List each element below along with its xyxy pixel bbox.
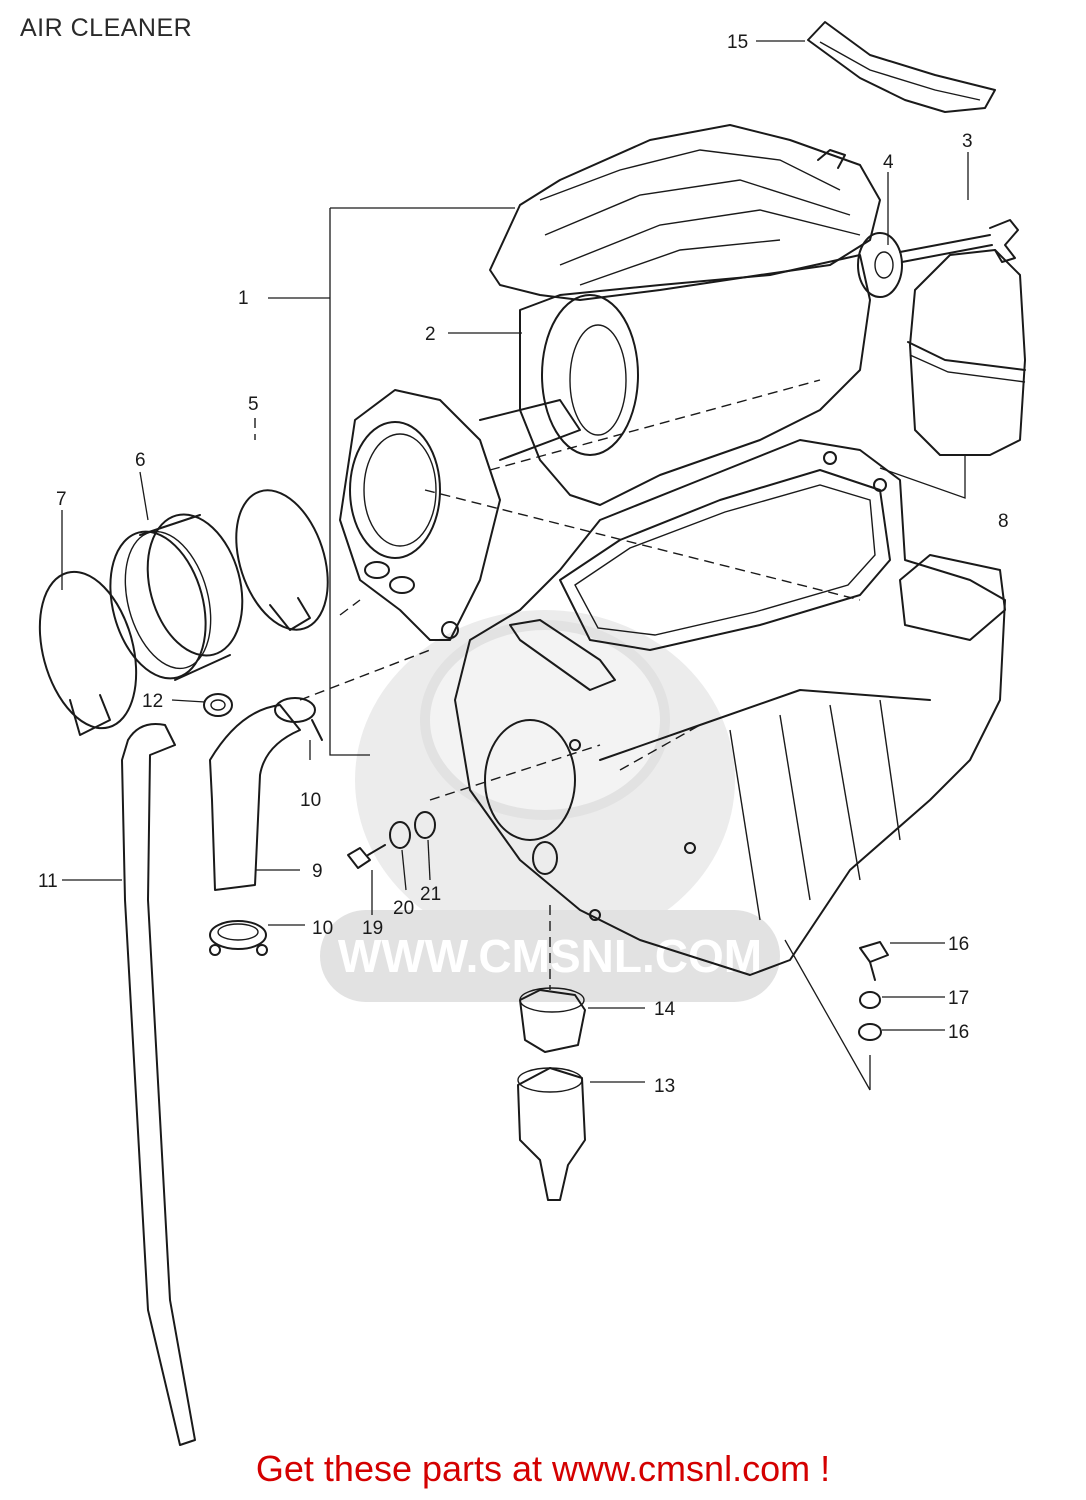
part-4-grommet (857, 232, 903, 298)
part-19-bolt (347, 844, 386, 869)
part-17-washer (859, 991, 881, 1009)
part-3-bolt (899, 219, 1019, 263)
callout-21: 21 (420, 884, 441, 905)
callout-9: 9 (312, 861, 323, 882)
part-15-bracket (807, 21, 996, 113)
part-10-clip-lower (209, 920, 268, 956)
callout-16-upper: 16 (948, 934, 969, 955)
leader-lines (61, 40, 969, 1091)
part-11-drain-tube (121, 723, 196, 1446)
callout-8: 8 (998, 511, 1009, 532)
part-16-washer (858, 1023, 882, 1041)
callout-15: 15 (727, 32, 748, 53)
callout-10-lower: 10 (312, 918, 333, 939)
air-cleaner-box (454, 439, 1006, 976)
part-8-cap (907, 249, 1026, 456)
part-7-clamp (38, 570, 138, 736)
callout-6: 6 (135, 450, 146, 471)
intake-funnel (339, 389, 581, 641)
callout-1: 1 (238, 288, 249, 309)
callout-10-upper: 10 (300, 790, 321, 811)
part-14-plug (519, 987, 586, 1053)
callout-14: 14 (654, 999, 676, 1020)
part-12-clip (203, 693, 233, 717)
callout-12: 12 (142, 691, 163, 712)
footer-link[interactable]: Get these parts at www.cmsnl.com ! (255, 1448, 831, 1489)
part-13-cap (517, 1067, 586, 1201)
callout-13: 13 (654, 1076, 675, 1097)
part-20-washer (389, 821, 411, 849)
callout-19: 19 (362, 918, 383, 939)
part-1-cover (489, 124, 881, 301)
callout-4: 4 (883, 152, 894, 173)
callout-5: 5 (248, 394, 259, 415)
part-9-hose (209, 704, 301, 891)
part-16-bolt (859, 941, 889, 981)
callout-3: 3 (962, 131, 973, 152)
part-10-clip-upper (274, 697, 323, 741)
callout-2: 2 (425, 324, 436, 345)
callout-7: 7 (56, 489, 67, 510)
callout-17: 17 (948, 988, 969, 1009)
part-21-washer (414, 811, 436, 839)
callout-11: 11 (38, 871, 58, 892)
part-6-boot (109, 513, 244, 681)
callouts: 15 3 4 1 2 5 6 7 8 12 10 11 9 10 19 20 2… (38, 32, 1009, 1097)
callout-16-lower: 16 (948, 1022, 969, 1043)
diagram-title: AIR CLEANER (20, 14, 193, 42)
part-5-clamp (235, 489, 329, 631)
callout-20: 20 (393, 898, 414, 919)
part-2-filter (519, 254, 871, 506)
